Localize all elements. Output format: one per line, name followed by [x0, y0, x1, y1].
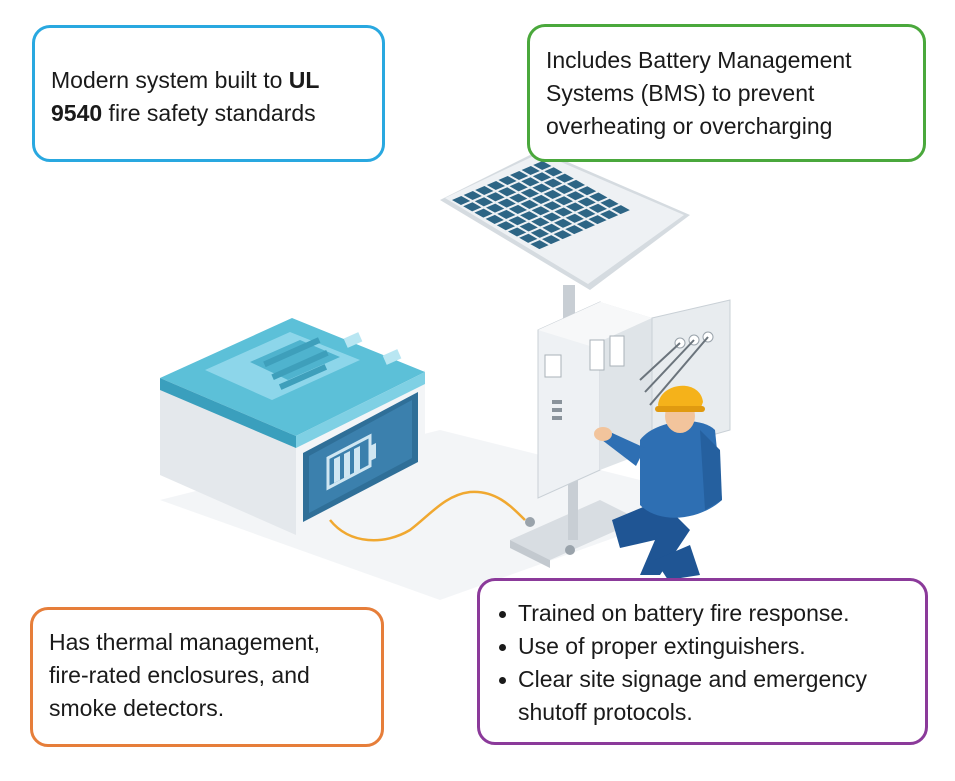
solar-cell [497, 209, 516, 219]
solar-cell [600, 198, 619, 208]
training-box: Trained on battery fire response. Use of… [477, 578, 928, 745]
solar-cell [578, 186, 597, 196]
solar-cell [508, 216, 527, 226]
training-item: Trained on battery fire response. [494, 597, 911, 630]
solar-cell [498, 176, 517, 186]
solar-cell [544, 167, 563, 177]
solar-cell [542, 235, 561, 245]
solar-cell [521, 177, 540, 187]
training-item: Use of proper extinguishers. [494, 630, 911, 663]
solar-cell [509, 193, 528, 203]
solar-cell [498, 187, 517, 197]
solar-cell [577, 208, 596, 218]
solar-cell [485, 214, 504, 224]
solar-cell [486, 203, 505, 213]
control-cabinet-icon [510, 299, 731, 568]
solar-cell [520, 199, 539, 209]
training-list: Trained on battery fire response. Use of… [494, 597, 911, 729]
solar-cell [553, 230, 572, 240]
ul-standard-box: Modern system built to UL 9540 fire safe… [32, 25, 385, 162]
solar-cell [588, 203, 608, 213]
solar-cell [566, 191, 585, 201]
solar-cell [520, 211, 539, 221]
solar-cell [555, 184, 574, 194]
solar-cell [554, 196, 574, 206]
solar-cell [486, 192, 505, 202]
solar-cell [508, 227, 527, 237]
solar-cell [475, 186, 494, 196]
thermal-box-text: Has thermal management, fire-rated enclo… [49, 629, 321, 721]
solar-cell [566, 202, 585, 212]
solar-cell [532, 183, 551, 193]
technician-icon [594, 385, 722, 580]
solar-cell [496, 221, 516, 231]
thermal-management-box: Has thermal management, fire-rated enclo… [30, 607, 384, 747]
solar-cell [565, 213, 584, 223]
solar-cell [600, 210, 619, 220]
solar-cell [576, 220, 596, 230]
ul-box-text: Modern system built to [51, 67, 289, 93]
solar-cell [533, 161, 552, 171]
solar-cell [474, 208, 493, 218]
solar-cell [474, 197, 494, 207]
solar-cell [588, 215, 607, 225]
solar-cell [463, 191, 482, 201]
battery-unit [160, 318, 425, 535]
solar-cell [543, 189, 562, 199]
ul-box-bold-ul: UL [288, 67, 320, 93]
power-cable [329, 490, 526, 542]
training-item: Clear site signage and emergency shutoff… [494, 663, 911, 729]
solar-cell [544, 178, 563, 188]
ul-box-bold-9540: 9540 [51, 100, 103, 126]
ul-box-text-end: fire safety standards [102, 100, 316, 126]
solar-cell [532, 172, 552, 182]
solar-cell [497, 198, 516, 208]
solar-cell [543, 201, 562, 211]
solar-cell [555, 173, 574, 183]
battery-level-icon [326, 433, 376, 491]
solar-cell [519, 233, 538, 243]
solar-cell [531, 206, 550, 216]
solar-cell [508, 204, 528, 214]
solar-cell [530, 240, 549, 250]
solar-cell [509, 182, 528, 192]
solar-cell [542, 223, 561, 233]
solar-cell [510, 171, 529, 181]
solar-cell [452, 196, 471, 206]
solar-cell [519, 222, 538, 232]
solar-cell [542, 212, 562, 222]
solar-cell [566, 179, 586, 189]
solar-cell [463, 202, 482, 212]
solar-cell [554, 218, 573, 228]
solar-cell [520, 188, 540, 198]
solar-panel-icon [440, 150, 690, 330]
solar-cell [611, 205, 630, 215]
solar-cell [532, 194, 551, 204]
bms-box: Includes Battery Management Systems (BMS… [527, 24, 926, 162]
solar-cell [554, 207, 573, 217]
solar-cell [486, 181, 506, 191]
bms-box-text: Includes Battery Management Systems (BMS… [546, 47, 852, 139]
solar-cell [531, 217, 550, 227]
solar-cell [589, 192, 608, 202]
solar-cell [521, 166, 540, 176]
solar-cell [530, 228, 550, 238]
solar-cell [565, 225, 584, 235]
solar-cell [577, 197, 596, 207]
